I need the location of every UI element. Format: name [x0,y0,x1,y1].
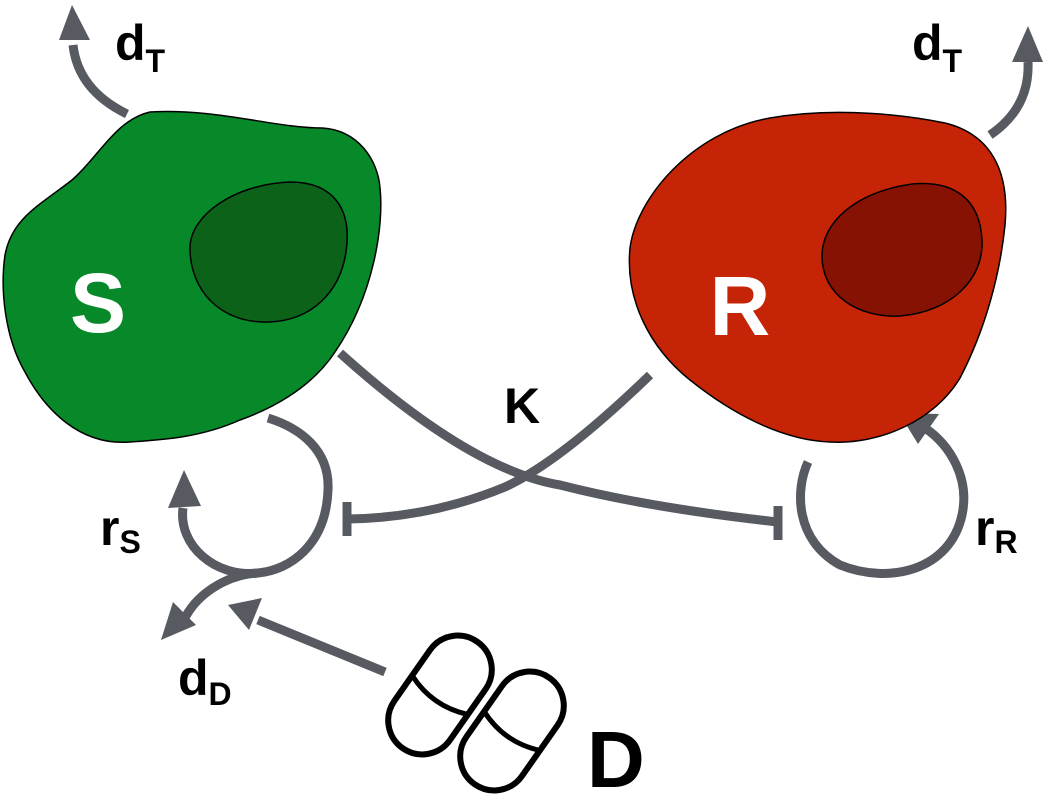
drug-action-arrowhead [228,598,262,630]
resistant-cell: R [628,111,1007,443]
competition-label: K [504,378,540,434]
growth-label-r: rR [975,500,1018,560]
death-arrow-right [987,61,1033,139]
sensitive-cell-label: S [70,256,126,350]
drug-death-arrowhead [161,602,196,640]
death-arrowhead-left [59,5,90,40]
sensitive-cell-nucleus [189,181,348,323]
pill-capsules-icon [385,632,567,794]
inhibition-s-to-r-line [336,349,779,527]
drug-label: D [587,715,645,804]
drug-death-label: dD [178,650,232,712]
growth-loop-r [796,424,969,578]
death-label-left: dT [115,15,166,79]
inhibition-r-to-s-line [346,371,654,524]
death-label-right: dT [912,15,963,79]
resistant-cell-label: R [710,259,771,353]
growth-loop-s [178,413,333,578]
death-arrow-left [68,44,130,119]
drug-action-arrow [256,615,387,677]
resistant-cell-nucleus [821,182,983,317]
growth-loop-s-arrowhead [168,470,201,508]
sensitive-cell: S [2,110,382,443]
death-arrowhead-right [1012,26,1043,62]
growth-label-s: rS [100,500,141,560]
drug-death-branch [178,568,259,625]
